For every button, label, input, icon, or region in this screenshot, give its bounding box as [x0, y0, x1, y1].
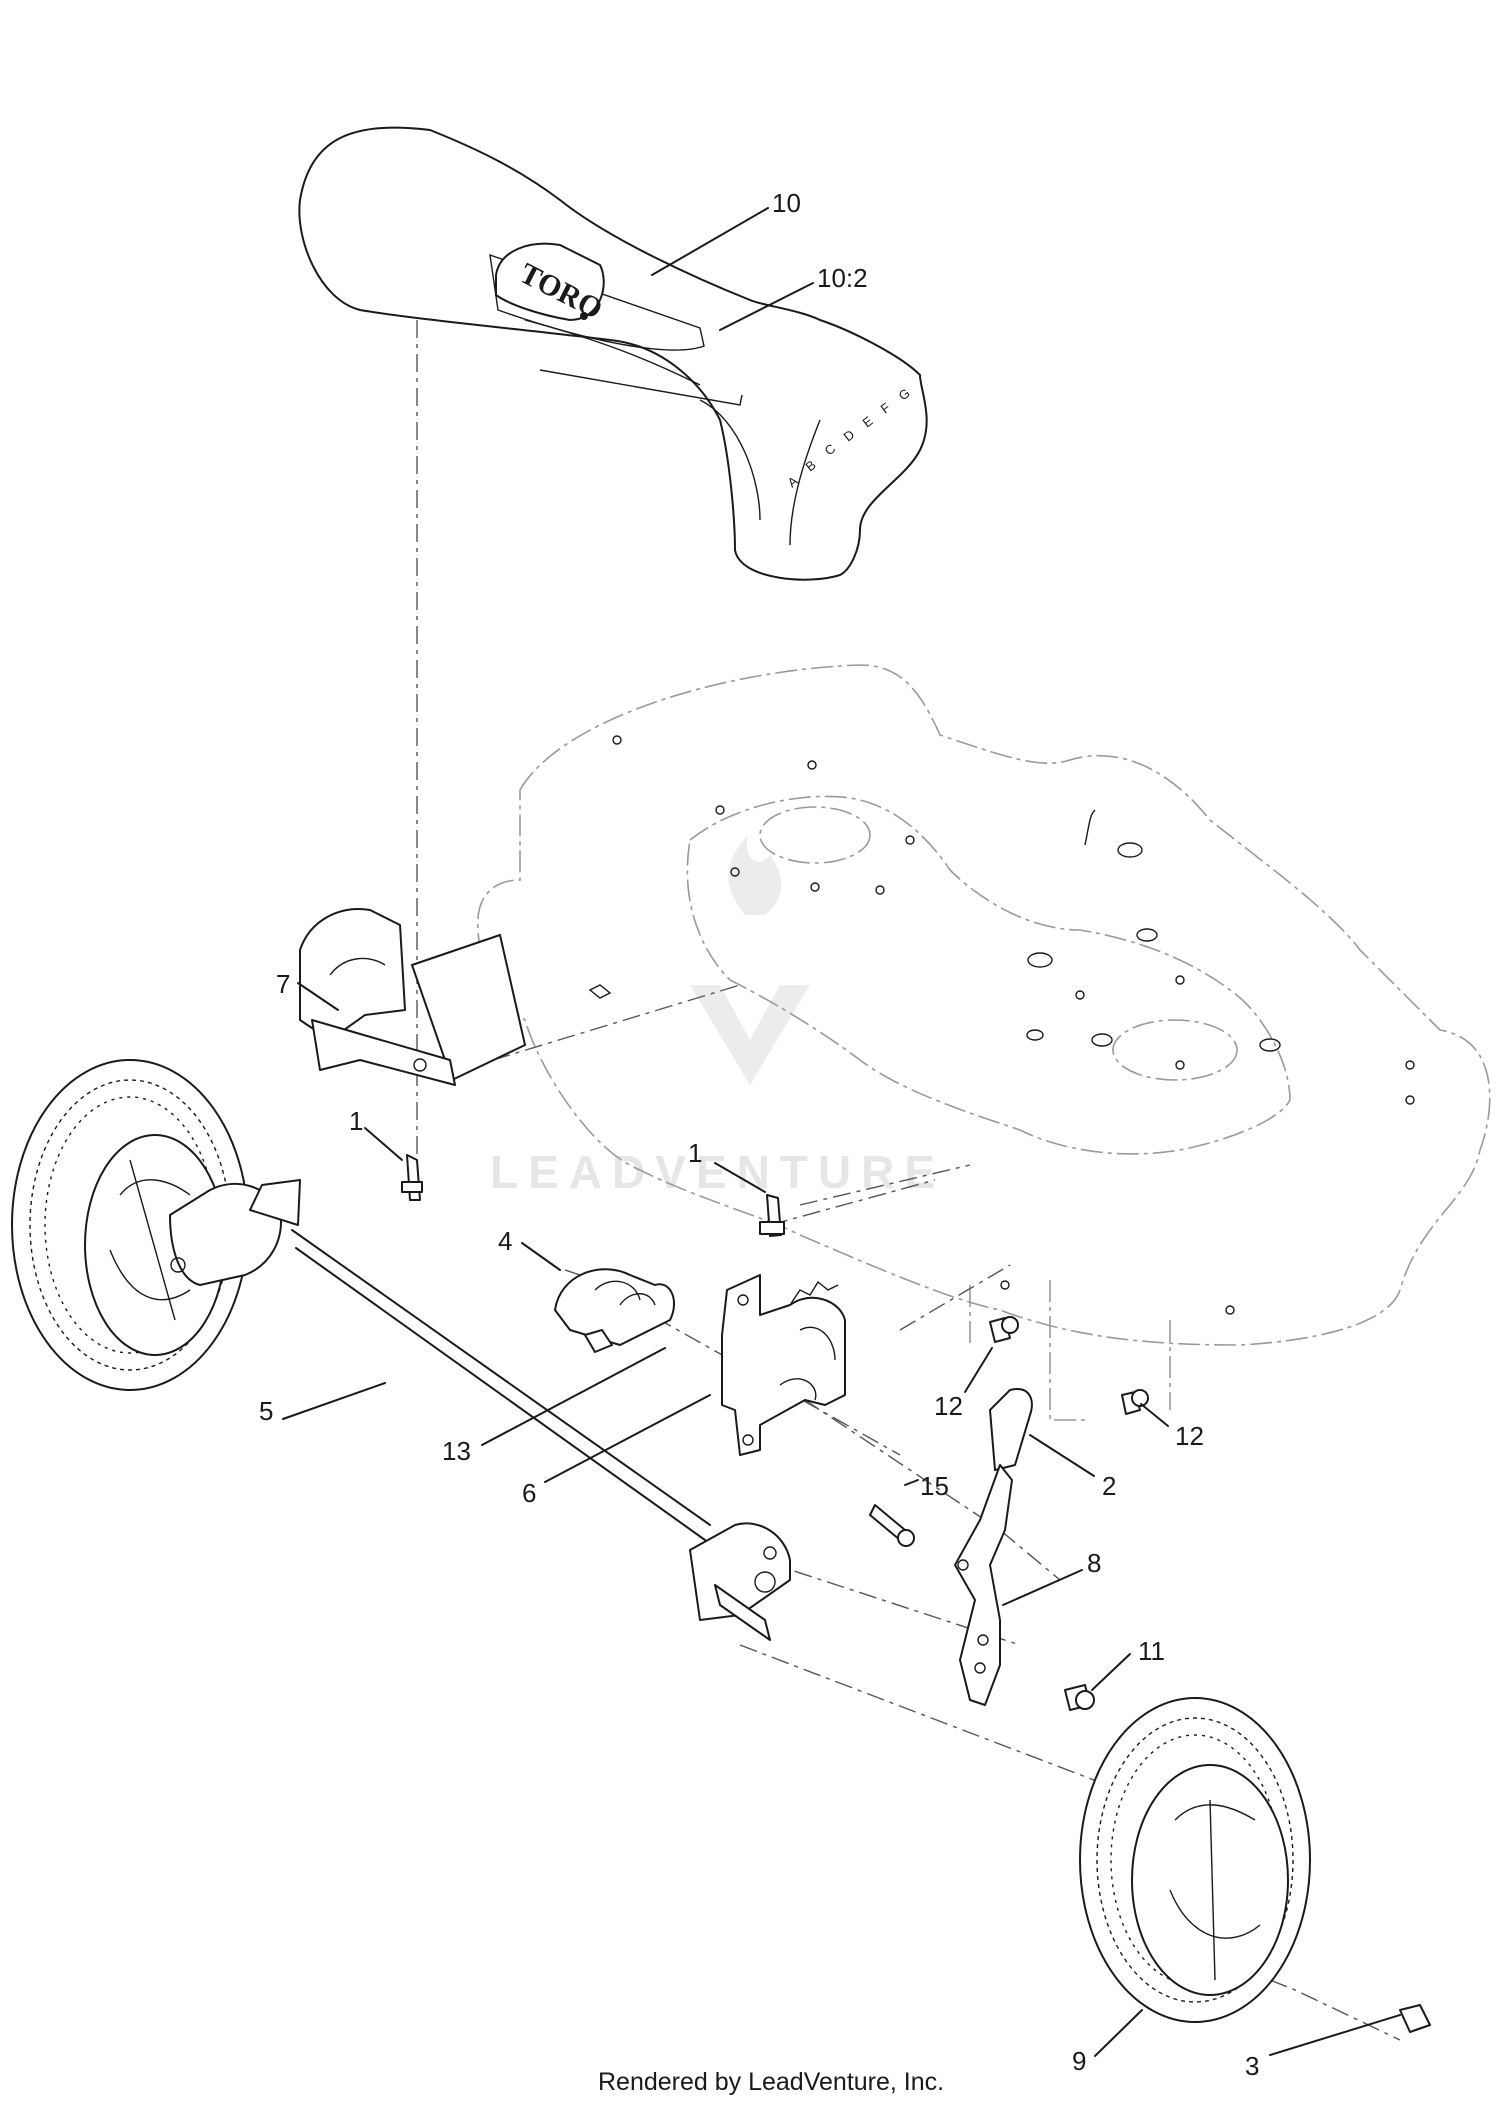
bolt-part-12-left: [989, 1316, 1019, 1343]
footer-credit: Rendered by LeadVenture, Inc.: [598, 2068, 944, 2096]
callout-6: 6: [522, 1478, 536, 1508]
callout-1-right: 1: [688, 1138, 702, 1168]
screw-part-15: [869, 1504, 915, 1547]
leader-lines: [282, 207, 1401, 2057]
bolt-part-1-left: [401, 1154, 423, 1201]
height-adjust-bracket-part-6: [721, 1274, 846, 1456]
bolt-part-11: [1064, 1684, 1095, 1711]
callout-5: 5: [259, 1396, 273, 1426]
mower-deck-phantom: [477, 664, 1491, 1421]
bracket-part-7: [299, 908, 526, 1086]
callout-4: 4: [498, 1226, 512, 1256]
pivot-part-4: [554, 1268, 675, 1346]
callout-9: 9: [1072, 2046, 1086, 2076]
callout-3: 3: [1245, 2051, 1259, 2081]
lever-grip-part-2: [989, 1388, 1033, 1471]
handle-shroud-part-10: TORO: [298, 126, 928, 581]
nut-part-13: [584, 1329, 613, 1353]
axle-part-5: [169, 1179, 711, 1541]
callout-labels: 10 10:2 7 1 1 4 5 13 6 12 12 2 15 8 11 9…: [259, 188, 1259, 2081]
watermark-text: LEADVENTURE: [490, 1146, 945, 1198]
callout-8: 8: [1087, 1548, 1101, 1578]
lever-part-8: [954, 1464, 1013, 1706]
right-axle-bracket: [689, 1522, 791, 1641]
callout-10-2: 10:2: [817, 263, 868, 293]
callout-12-right: 12: [1175, 1421, 1204, 1451]
callout-13: 13: [442, 1436, 471, 1466]
callout-12-left: 12: [934, 1391, 963, 1421]
callout-15: 15: [920, 1471, 949, 1501]
watermark-logo-icon: [690, 835, 810, 1085]
bolt-part-12-right: [1121, 1389, 1149, 1415]
callout-7: 7: [276, 969, 290, 999]
callout-10: 10: [772, 188, 801, 218]
bolt-part-1-right: [759, 1194, 785, 1237]
callout-1-left: 1: [349, 1106, 363, 1136]
left-wheel: [11, 1059, 249, 1391]
right-wheel-part-9: [1079, 1697, 1311, 2023]
callout-2: 2: [1102, 1471, 1116, 1501]
nut-part-3: [1399, 2004, 1431, 2033]
callout-11: 11: [1138, 1636, 1165, 1666]
